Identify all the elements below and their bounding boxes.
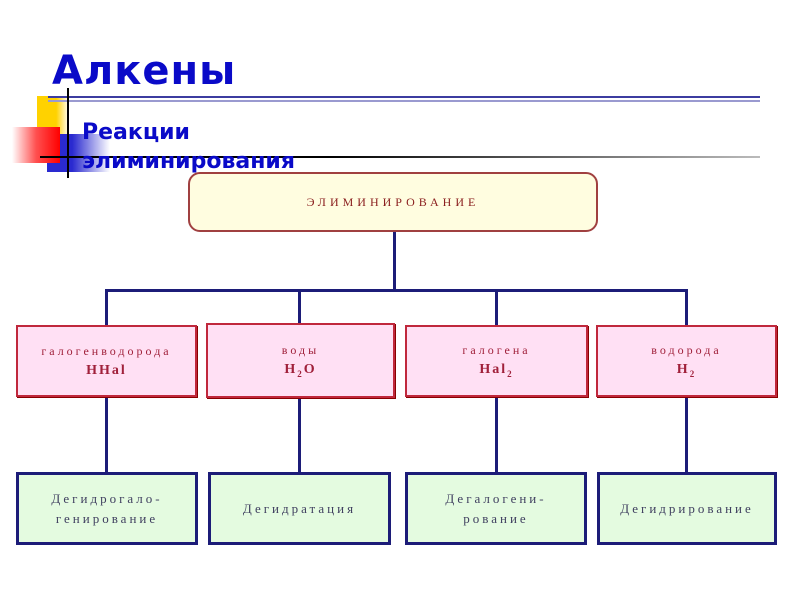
slide-title: Алкены <box>52 48 237 94</box>
connector <box>685 397 688 472</box>
connector <box>298 398 301 472</box>
connector <box>393 232 396 291</box>
connector <box>105 289 108 325</box>
reaction-label: Дегидратация <box>242 500 357 516</box>
subtitle-line-2: элиминирования <box>82 149 295 174</box>
subtitle-divider <box>40 156 760 158</box>
subtitle-line-1: Реакции <box>82 120 190 145</box>
reaction-label: Дегидрогало- <box>51 490 163 506</box>
reagent-node-hydrogen: водорода H2 <box>596 325 777 397</box>
reagent-name: галогена <box>462 343 531 358</box>
reaction-node-dehydration: Дегидратация <box>208 472 391 545</box>
decor-vertical-line <box>67 88 69 178</box>
reaction-label: Дегалогени- <box>445 490 547 506</box>
connector <box>105 397 108 472</box>
reaction-label: Дегидрирование <box>620 500 754 516</box>
connector <box>105 289 688 292</box>
reagent-node-water: воды H2O <box>206 323 395 398</box>
reagent-formula: H2 <box>676 362 697 379</box>
reagent-name: галогенводорода <box>41 343 172 358</box>
reaction-label: рование <box>463 510 529 526</box>
reaction-node-dehalogenation: Дегалогени- рование <box>405 472 587 545</box>
connector <box>495 397 498 472</box>
reaction-node-dehydrogenation: Дегидрирование <box>597 472 777 545</box>
reagent-formula: Hal2 <box>479 362 514 379</box>
title-divider <box>48 96 760 98</box>
reagent-formula: HHal <box>86 362 127 378</box>
reagent-node-hydrogen-halide: галогенводорода HHal <box>16 325 197 397</box>
reagent-node-halogen: галогена Hal2 <box>405 325 588 397</box>
slide-subtitle: Реакции элиминирования <box>82 118 295 176</box>
reagent-name: воды <box>281 342 320 357</box>
connector <box>495 289 498 325</box>
root-node: ЭЛИМИНИРОВАНИЕ <box>188 172 598 232</box>
connector <box>298 289 301 323</box>
reagent-name: водорода <box>651 343 722 358</box>
reaction-label: генирование <box>55 510 159 526</box>
connector <box>685 289 688 325</box>
reagent-formula: H2O <box>284 361 317 379</box>
root-label: ЭЛИМИНИРОВАНИЕ <box>306 194 480 209</box>
reaction-node-dehydrohalogenation: Дегидрогало- генирование <box>16 472 198 545</box>
